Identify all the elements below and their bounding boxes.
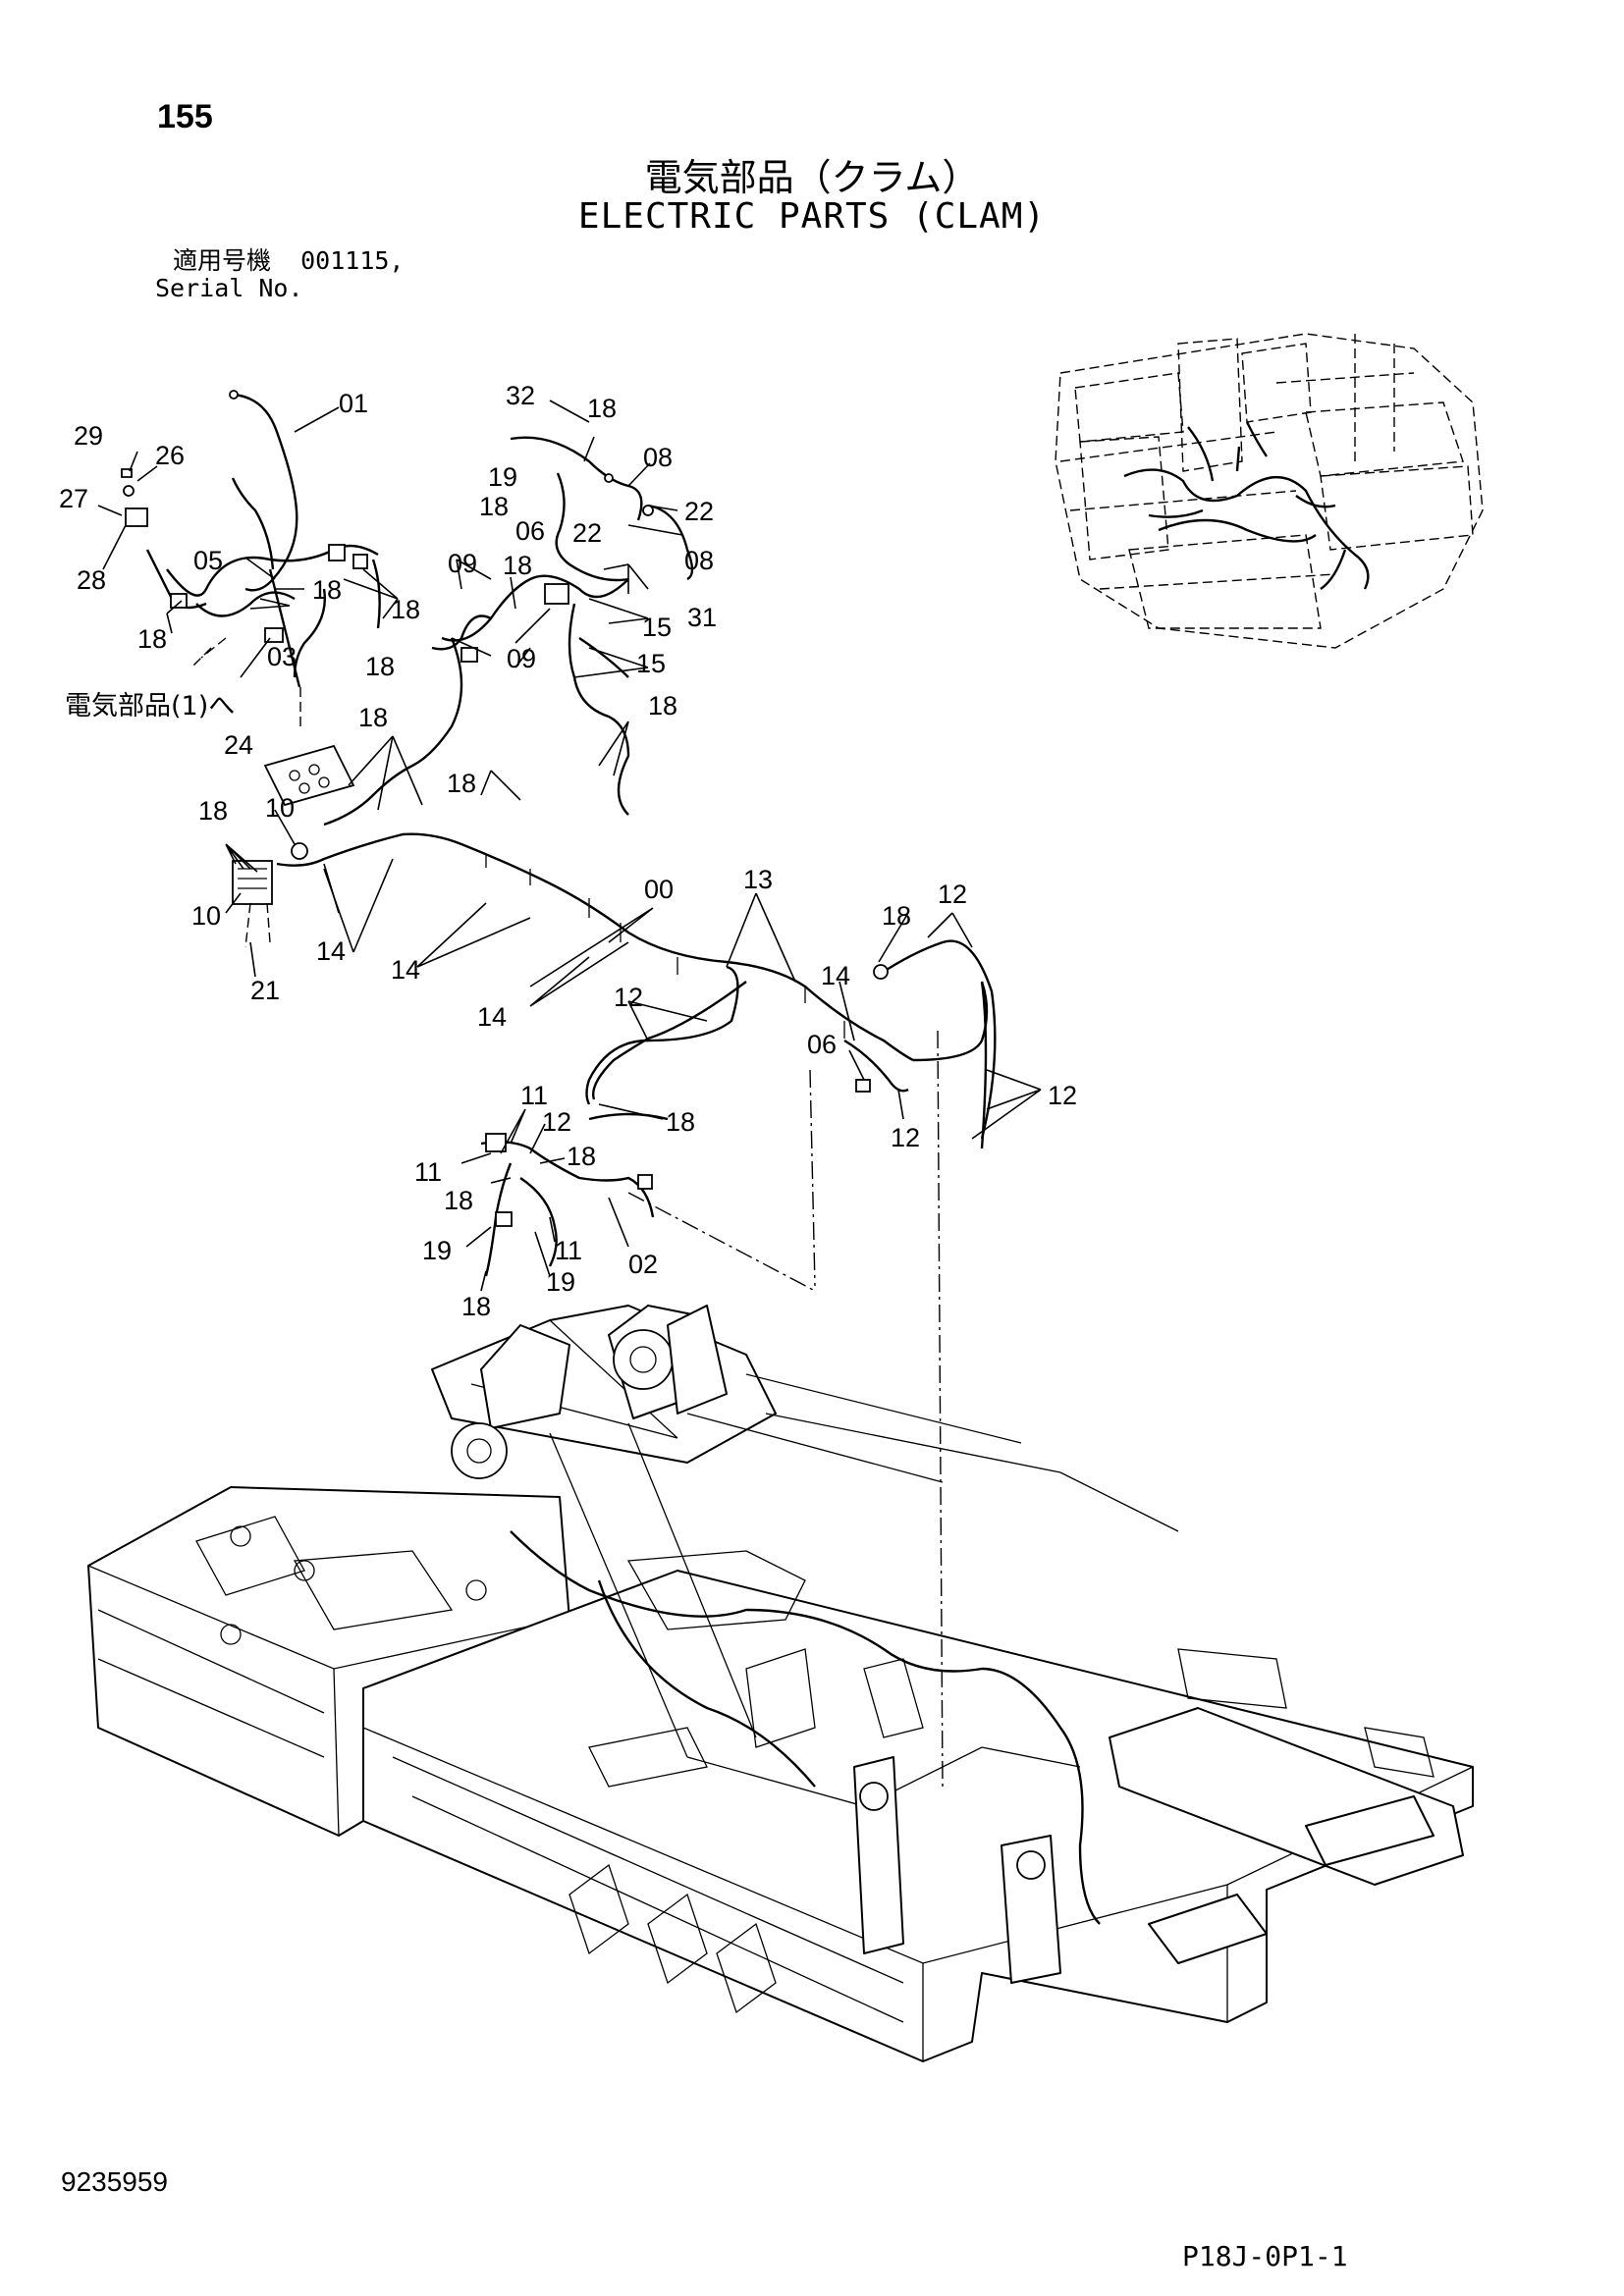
serial-block: 適用号機 001115, Serial No. [155,247,404,302]
callout-14: 14 [316,936,346,966]
serial-label-jp: 適用号機 [173,246,272,275]
callout-02: 02 [628,1250,658,1279]
callout-18: 18 [503,551,532,580]
callout-18: 18 [444,1186,473,1215]
callout-19: 19 [422,1236,452,1265]
callout-22: 22 [684,497,714,526]
serial-value: 001115, [300,246,405,275]
main-frame-drawing [87,1305,1474,2062]
callout-09: 09 [507,644,536,673]
callout-08: 08 [684,546,714,575]
page-number: 155 [157,98,213,135]
callout-15: 15 [642,613,672,642]
reference-note: 電気部品(1)へ [65,691,235,721]
callout-18: 18 [461,1292,491,1321]
callout-29: 29 [74,421,103,451]
serial-label-en: Serial No. [155,274,303,302]
callout-26: 26 [155,441,185,470]
callout-12: 12 [891,1123,920,1152]
callout-18: 18 [358,703,388,732]
callout-28: 28 [77,565,106,595]
callout-14: 14 [821,961,850,990]
callout-14: 14 [477,1002,507,1032]
callout-10: 10 [265,793,295,823]
callout-24: 24 [224,730,253,760]
callout-18: 18 [666,1107,695,1137]
callout-13: 13 [743,865,773,894]
callout-18: 18 [648,691,677,721]
callout-03: 03 [267,642,297,671]
callout-18: 18 [587,394,617,423]
callout-14: 14 [391,955,420,985]
callout-11: 11 [414,1157,442,1187]
wire-harness-group [121,390,997,1788]
callout-18: 18 [391,595,420,624]
callout-27: 27 [59,484,88,513]
callout-06: 06 [807,1030,837,1059]
callout-12: 12 [614,983,643,1012]
drawing-number: 9235959 [61,2166,169,2197]
callout-12: 12 [938,880,967,909]
callout-06: 06 [515,516,545,546]
callout-12: 12 [542,1107,571,1137]
leader-lines [97,400,1042,1292]
callout-05: 05 [193,546,223,575]
callout-18: 18 [882,901,911,931]
callout-18: 18 [312,575,342,605]
callout-09: 09 [448,549,477,578]
callout-19: 19 [546,1267,575,1297]
callout-08: 08 [643,443,673,472]
callout-11: 11 [555,1236,582,1265]
callout-18: 18 [447,769,476,798]
callout-18: 18 [365,652,395,681]
callout-18: 18 [567,1142,596,1171]
callout-18: 18 [137,624,167,654]
page-code: P18J-0P1-1 [1182,2240,1348,2272]
callout-12: 12 [1048,1081,1077,1110]
callout-00: 00 [644,875,674,904]
callout-18: 18 [198,796,228,826]
callout-01: 01 [339,389,368,418]
title-english: ELECTRIC PARTS (CLAM) [577,196,1047,237]
callout-11: 11 [520,1081,548,1110]
callout-labels: 01 32 18 29 26 08 19 27 18 22 06 22 05 0… [59,381,1077,1321]
callout-19: 19 [488,462,517,492]
callout-31: 31 [687,603,717,632]
callout-32: 32 [506,381,535,410]
callout-18: 18 [479,492,509,521]
title-japanese: 電気部品（クラム） [644,156,980,199]
callout-15: 15 [636,649,666,678]
callout-10: 10 [191,901,221,931]
callout-22: 22 [572,518,602,548]
inset-overview [1055,333,1484,649]
callout-21: 21 [250,976,280,1005]
